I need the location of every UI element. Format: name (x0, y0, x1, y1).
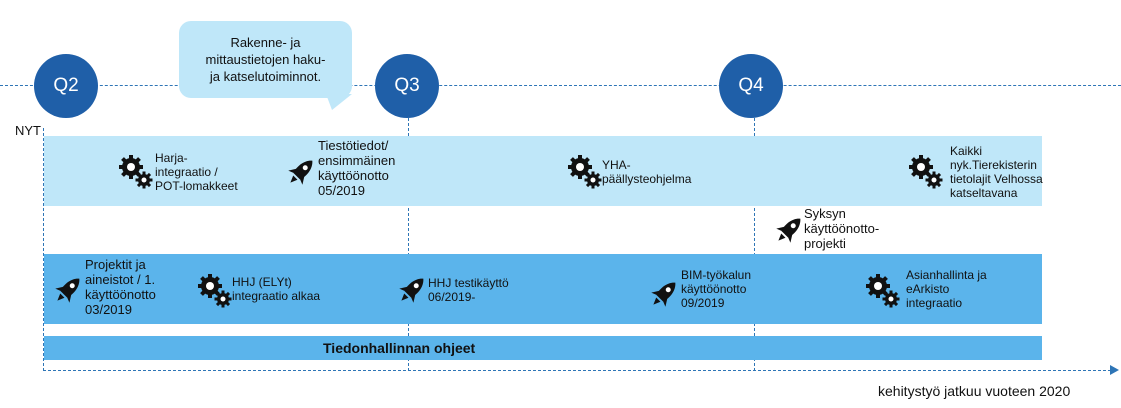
item-asianhallinta-line: integraatio (906, 296, 963, 310)
rocket-icon (771, 212, 807, 248)
item-yha-line: YHA- (602, 158, 631, 172)
item-kaikki-line: katseltavana (950, 186, 1018, 200)
item-bim-line: käyttöönotto (681, 282, 747, 296)
item-syksyn-line: Syksyn (804, 206, 846, 221)
item-tiestotiedot-line: 05/2019 (318, 183, 365, 198)
timeline-bottom-dashed-line (43, 370, 1111, 371)
item-tiestotiedot-line: käyttöönotto (318, 168, 389, 183)
item-hhj-elyt-line: HHJ (ELYt) (232, 275, 292, 289)
quarter-q3-label: Q3 (394, 75, 420, 96)
item-tiestotiedot-line: ensimmäinen (318, 153, 396, 168)
timeline-arrowhead (1110, 365, 1119, 375)
callout-bubble: Rakenne- ja mittaustietojen haku- ja kat… (179, 21, 352, 98)
item-kaikki-line: Kaikki (950, 144, 983, 158)
item-hhj-elyt-line: integraatio alkaa (232, 289, 321, 303)
gear-icon (119, 155, 153, 189)
gear-icon (198, 274, 232, 308)
q3-divider (408, 118, 409, 371)
item-projektit-line: käyttöönotto (85, 287, 156, 302)
now-label: NYT (15, 123, 41, 138)
item-harja-line: integraatio / (155, 165, 218, 179)
quarter-q2-label: Q2 (53, 75, 79, 96)
now-divider (43, 128, 44, 371)
quarter-q2: Q2 (34, 54, 98, 118)
tiedonhallinnan-ohjeet-label: Tiedonhallinnan ohjeet (323, 340, 476, 356)
q4-divider (754, 118, 755, 371)
item-hhj-testi-line: HHJ testikäyttö (428, 276, 509, 290)
band-row-1 (44, 136, 1042, 206)
item-harja-line: POT-lomakkeet (155, 179, 238, 193)
item-hhj-elyt: HHJ (ELYt) integraatio alkaa (232, 275, 320, 303)
gear-icon (866, 274, 900, 308)
rocket-icon (646, 276, 682, 312)
gear-icon (568, 155, 602, 189)
callout-line: ja katselutoiminnot. (209, 69, 322, 84)
quarter-q4-label: Q4 (738, 75, 764, 96)
quarter-q4: Q4 (719, 54, 783, 118)
callout-text: Rakenne- ja mittaustietojen haku- ja kat… (206, 34, 326, 85)
quarter-q3: Q3 (375, 54, 439, 118)
rocket-icon (283, 154, 319, 190)
item-hhj-testi: HHJ testikäyttö 06/2019- (428, 276, 509, 304)
item-syksyn-line: käyttöönotto- (804, 221, 880, 236)
item-projektit-line: 03/2019 (85, 302, 132, 317)
callout-line: mittaustietojen haku- (205, 52, 326, 67)
item-asianhallinta-line: Asianhallinta ja (906, 268, 987, 282)
item-hhj-testi-line: 06/2019- (428, 290, 476, 304)
footer-note: kehitystyö jatkuu vuoteen 2020 (878, 383, 1071, 399)
item-projektit-line: aineistot / 1. (85, 272, 156, 287)
item-projektit: Projektit ja aineistot / 1. käyttöönotto… (85, 257, 156, 317)
item-bim-line: BIM-työkalun (681, 268, 752, 282)
gear-icon (909, 155, 943, 189)
band-row-3 (44, 336, 1042, 360)
item-bim: BIM-työkalun käyttöönotto 09/2019 (681, 268, 751, 310)
item-syksyn-line: projekti (804, 236, 846, 251)
rocket-icon (50, 272, 86, 308)
callout-line: Rakenne- ja (230, 35, 301, 50)
item-bim-line: 09/2019 (681, 296, 725, 310)
item-tiestotiedot: Tiestötiedot/ ensimmäinen käyttöönotto 0… (318, 138, 395, 198)
item-harja: Harja- integraatio / POT-lomakkeet (155, 151, 238, 193)
item-syksyn: Syksyn käyttöönotto- projekti (804, 206, 879, 251)
item-tiestotiedot-line: Tiestötiedot/ (318, 138, 389, 153)
item-kaikki: Kaikki nyk.Tierekisterin tietolajit Velh… (950, 144, 1043, 200)
timeline-top-dashed-line (0, 85, 1121, 86)
rocket-icon (394, 272, 430, 308)
item-kaikki-line: tietolajit Velhossa (950, 172, 1043, 186)
item-projektit-line: Projektit ja (85, 257, 146, 272)
item-harja-line: Harja- (155, 151, 188, 165)
item-kaikki-line: nyk.Tierekisterin (950, 158, 1037, 172)
item-asianhallinta-line: eArkisto (906, 282, 950, 296)
item-yha: YHA- päällysteohjelma (602, 158, 691, 186)
callout-tail (326, 94, 352, 110)
item-asianhallinta: Asianhallinta ja eArkisto integraatio (906, 268, 987, 310)
item-yha-line: päällysteohjelma (602, 172, 692, 186)
